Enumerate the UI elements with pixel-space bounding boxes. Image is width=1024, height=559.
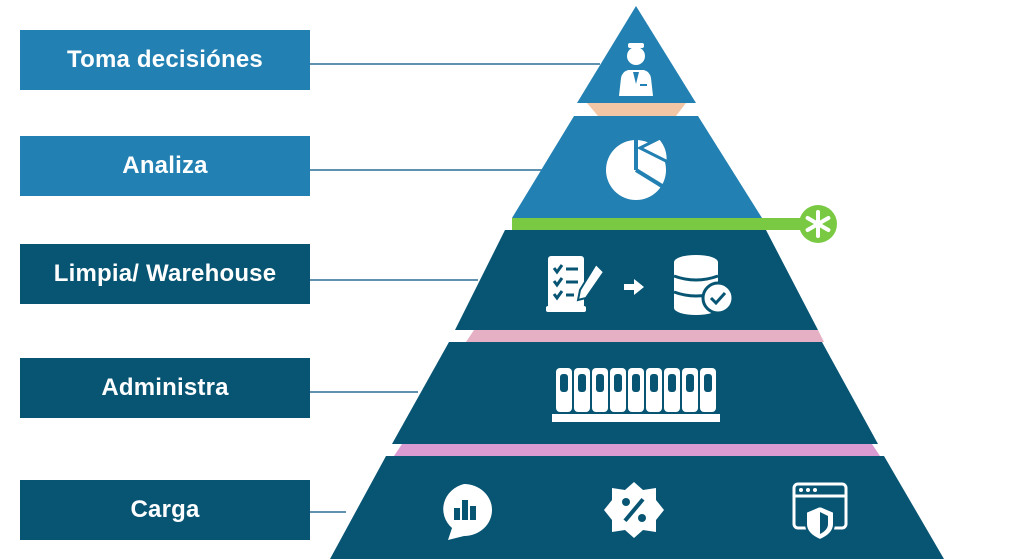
level-label-administra: Administra <box>20 358 310 418</box>
level-label-analiza: Analiza <box>20 136 310 196</box>
level-label-limpia-warehouse: Limpia/ Warehouse <box>20 244 310 304</box>
connector-lines <box>310 63 600 513</box>
level-label-toma-decisiones: Toma decisiónes <box>20 30 310 90</box>
percent-badge-icon <box>604 482 664 538</box>
arrow-right-icon <box>624 279 644 295</box>
level-label-carga: Carga <box>20 480 310 540</box>
browser-shield-icon <box>792 482 848 542</box>
separator-band-4 <box>394 444 880 456</box>
checklist-icon <box>546 256 606 312</box>
chat-bar-chart-icon <box>443 484 492 540</box>
separator-band-3 <box>466 330 824 342</box>
pie-chart-icon <box>606 136 670 200</box>
asterisk-icon <box>805 210 831 238</box>
server-rack-icon <box>552 368 720 422</box>
pyramid-tier-3 <box>455 230 818 330</box>
database-check-icon <box>673 255 735 315</box>
green-divider <box>512 205 837 243</box>
separator-band-1 <box>587 103 686 116</box>
